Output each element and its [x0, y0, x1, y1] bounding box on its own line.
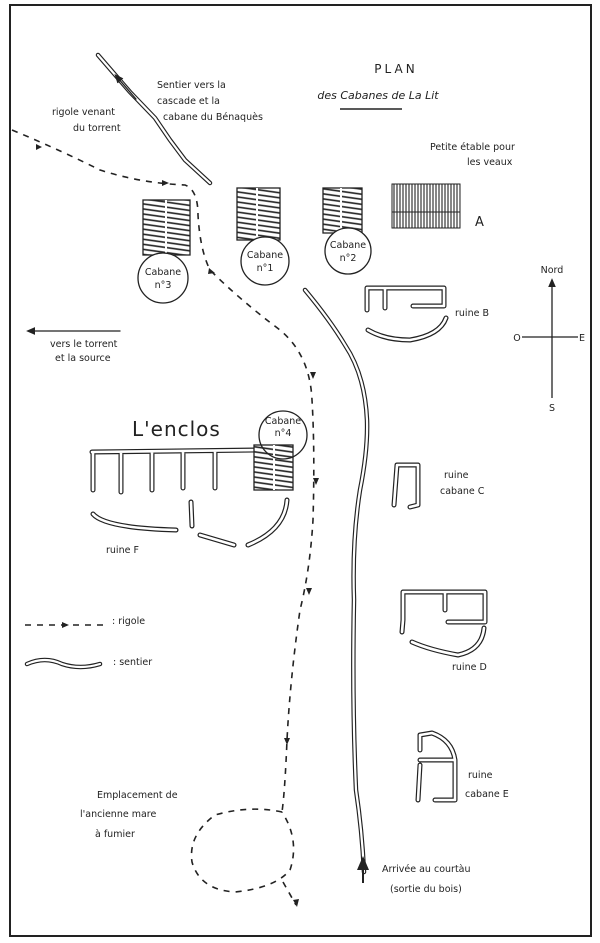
cabane-3: Cabane n°3 — [137, 199, 191, 304]
label-vers-torrent: vers le torrent — [50, 339, 118, 350]
label-etable: les veaux — [467, 157, 513, 168]
ruine-c: ruine cabane C — [391, 462, 485, 510]
cabane-2-number: n°2 — [340, 253, 357, 264]
label-sentier-vers: Sentier vers la — [157, 80, 226, 91]
label-arrivee: Arrivée au courtàu — [382, 864, 471, 875]
compass-rose: Nord O E S — [513, 265, 585, 414]
compass-south: S — [549, 403, 555, 414]
mare-outline — [190, 808, 297, 906]
cabane-1-label: Cabane — [247, 250, 283, 261]
etable-a: Petite étable pour les veaux A — [391, 142, 515, 230]
label-ruine-e: ruine — [468, 770, 493, 781]
cabane-2: Cabane n°2 — [322, 187, 372, 275]
legend-sentier-label: : sentier — [113, 657, 152, 668]
label-ruine-f: ruine F — [106, 545, 139, 556]
sentier-main — [302, 287, 370, 875]
label-etable-letter: A — [475, 215, 484, 230]
cabane-1-number: n°1 — [257, 263, 274, 274]
label-ruine-e: cabane E — [465, 789, 509, 800]
cabane-3-label: Cabane — [145, 267, 181, 278]
label-etable: Petite étable pour — [430, 142, 515, 153]
label-rigole-venant: du torrent — [73, 123, 121, 134]
cabane-4-label: Cabane — [265, 416, 301, 427]
label-mare: Emplacement de — [97, 790, 178, 801]
legend: : rigole : sentier — [24, 616, 152, 670]
title-plan: PLAN — [374, 62, 417, 76]
arrow-to-cascade-icon — [114, 74, 137, 100]
label-vers-torrent: et la source — [55, 353, 111, 364]
cabane-4: Cabane n°4 — [253, 410, 308, 491]
label-rigole-venant: rigole venant — [52, 107, 115, 118]
label-mare: l'ancienne mare — [80, 809, 156, 820]
label-ruine-b: ruine B — [455, 308, 489, 319]
compass-east: E — [579, 333, 585, 344]
compass-north: Nord — [541, 265, 564, 276]
label-sentier-vers: cascade et la — [157, 96, 220, 107]
cabane-1: Cabane n°1 — [236, 187, 290, 286]
map-border — [9, 4, 592, 937]
map-title: PLAN des Cabanes de La Lit — [317, 62, 439, 110]
label-sentier-vers: cabane du Bénaquès — [163, 112, 263, 123]
enclos-fence — [89, 447, 261, 495]
compass-west: O — [513, 333, 520, 344]
label-ruine-c: ruine — [444, 470, 469, 481]
ruine-b: ruine B — [364, 285, 489, 343]
label-ruine-d: ruine D — [452, 662, 487, 673]
ruine-d: ruine D — [399, 589, 488, 673]
legend-rigole-label: : rigole — [112, 616, 145, 627]
legend-sentier-icon — [24, 657, 103, 670]
ruine-e: ruine cabane E — [415, 730, 509, 803]
label-arrivee: (sortie du bois) — [390, 884, 462, 895]
title-subtitle: des Cabanes de La Lit — [317, 89, 439, 102]
cabane-4-number: n°4 — [275, 428, 292, 439]
ruine-f: ruine F — [90, 497, 290, 556]
label-enclos: L'enclos — [132, 417, 221, 441]
cabane-2-label: Cabane — [330, 240, 366, 251]
label-ruine-c: cabane C — [440, 486, 485, 497]
cabane-3-number: n°3 — [155, 280, 172, 291]
label-mare: à fumier — [95, 829, 135, 840]
